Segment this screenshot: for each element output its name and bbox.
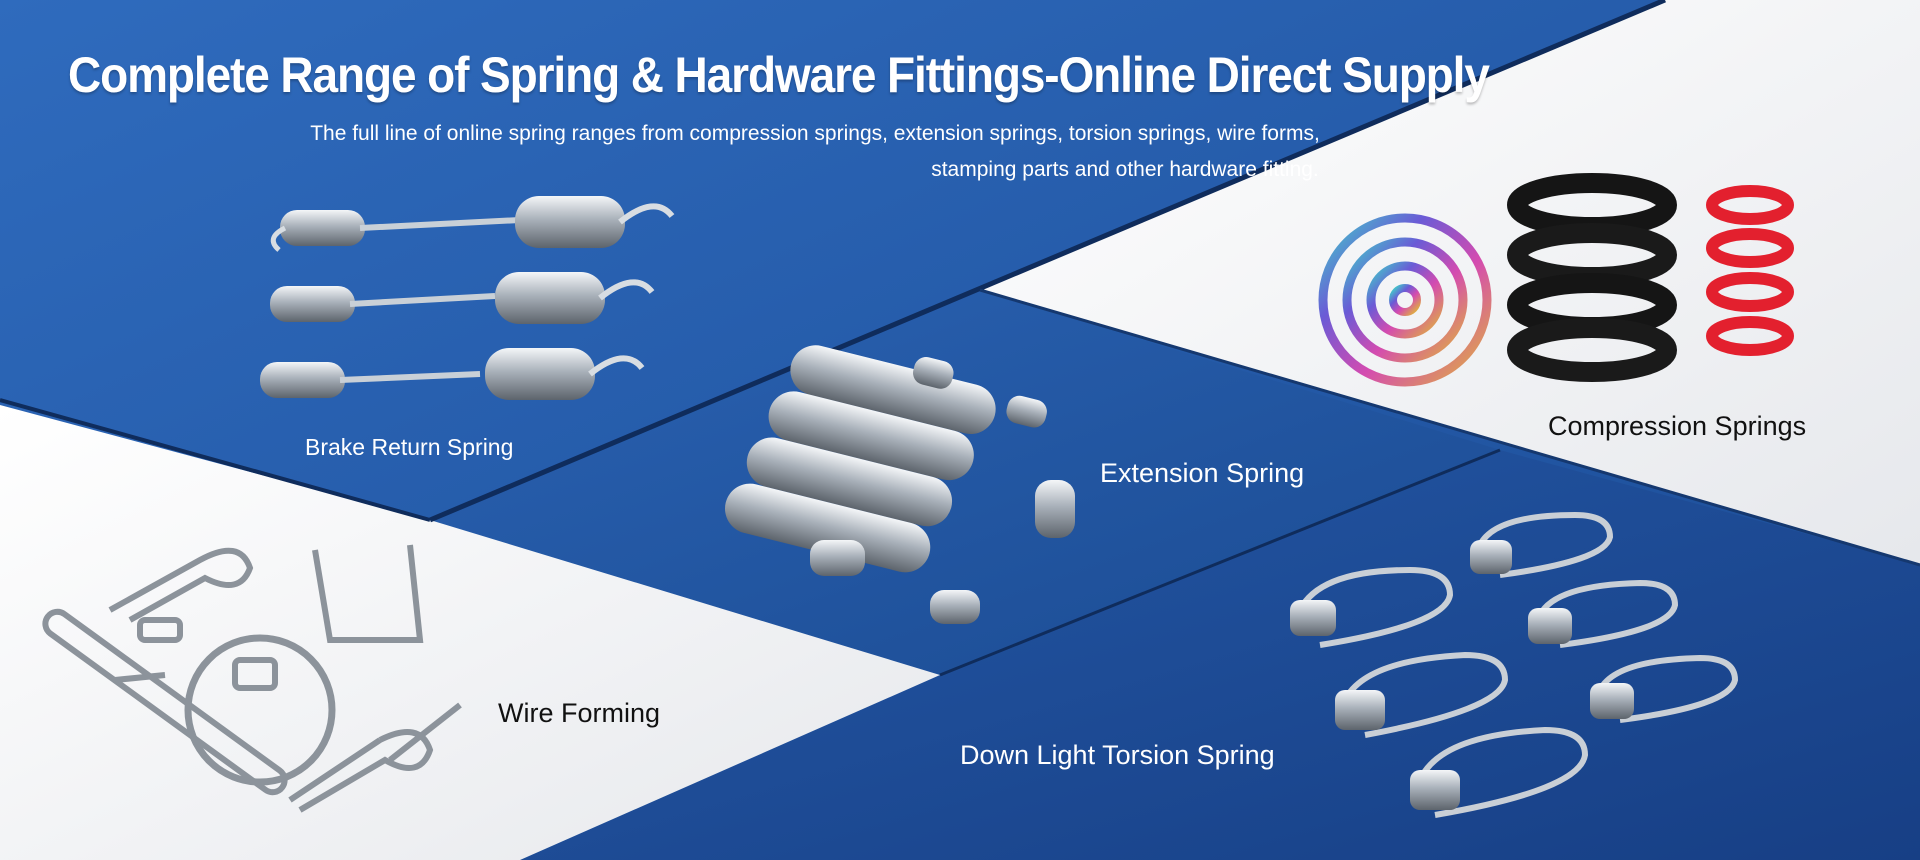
down-light-torsion-spring-image	[1290, 511, 1739, 818]
wire-forming-image	[42, 544, 462, 813]
wire-forming-panel	[0, 405, 940, 860]
label-brake-return-spring[interactable]: Brake Return Spring	[305, 434, 514, 460]
label-compression-springs[interactable]: Compression Springs	[1548, 411, 1807, 441]
extension-spring-small-image	[810, 480, 1075, 624]
compression-panel	[980, 0, 1920, 565]
extension-spring-image	[725, 345, 1047, 573]
label-wire-forming[interactable]: Wire Forming	[498, 698, 661, 728]
label-extension-spring[interactable]: Extension Spring	[1100, 458, 1305, 488]
brake-return-spring-image	[260, 196, 675, 400]
banner-subtitle-line2: stamping parts and other hardware fittin…	[931, 158, 1319, 181]
label-down-light-torsion-spring[interactable]: Down Light Torsion Spring	[960, 740, 1275, 770]
compression-springs-image	[1318, 173, 1794, 387]
banner-subtitle-line1: The full line of online spring ranges fr…	[310, 122, 1320, 145]
banner-title: Complete Range of Spring & Hardware Fitt…	[68, 47, 1490, 103]
